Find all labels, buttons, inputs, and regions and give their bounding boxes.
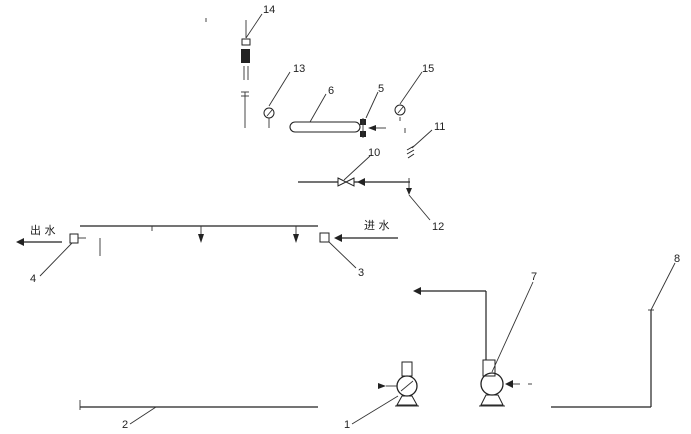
label-6: 6: [328, 85, 334, 97]
gauge-13: [263, 107, 275, 128]
vessel-8: [528, 309, 654, 408]
label-3: 3: [358, 267, 364, 279]
label-1: 1: [344, 419, 350, 431]
feed-line: [298, 177, 410, 187]
label-12: 12: [432, 221, 444, 233]
outlet-label: 出 水: [30, 223, 56, 237]
pump-7: [479, 359, 520, 407]
gauge-15: [394, 104, 406, 133]
label-14: 14: [263, 4, 275, 16]
label-15: 15: [422, 63, 434, 75]
outlet-fitting: [69, 233, 86, 244]
label-10: 10: [368, 147, 380, 159]
label-4: 4: [30, 273, 36, 285]
label-11: 11: [434, 121, 445, 133]
tank-down-arrow-right: [293, 226, 299, 243]
label-5: 5: [378, 83, 384, 95]
label-2: 2: [122, 419, 128, 431]
inlet-fitting: [319, 232, 330, 243]
bottom-line: [79, 400, 318, 410]
leader-lines: [39, 13, 676, 425]
valve-11: [406, 145, 415, 159]
outlet-arrow: [16, 238, 62, 246]
pump-7-discharge: [413, 287, 487, 360]
line-12-drop: [406, 178, 412, 195]
tank-down-arrow-left: [198, 226, 204, 243]
label-8: 8: [674, 253, 680, 265]
tank-top-line: [80, 225, 318, 256]
tube-6: [289, 121, 361, 133]
pump-1: [378, 361, 419, 407]
label-13: 13: [293, 63, 305, 75]
inlet-arrow: [334, 234, 398, 242]
label-7: 7: [531, 271, 537, 283]
fitting-5: [360, 118, 386, 138]
injector-14: [205, 18, 251, 128]
inlet-label: 进 水: [364, 219, 390, 232]
